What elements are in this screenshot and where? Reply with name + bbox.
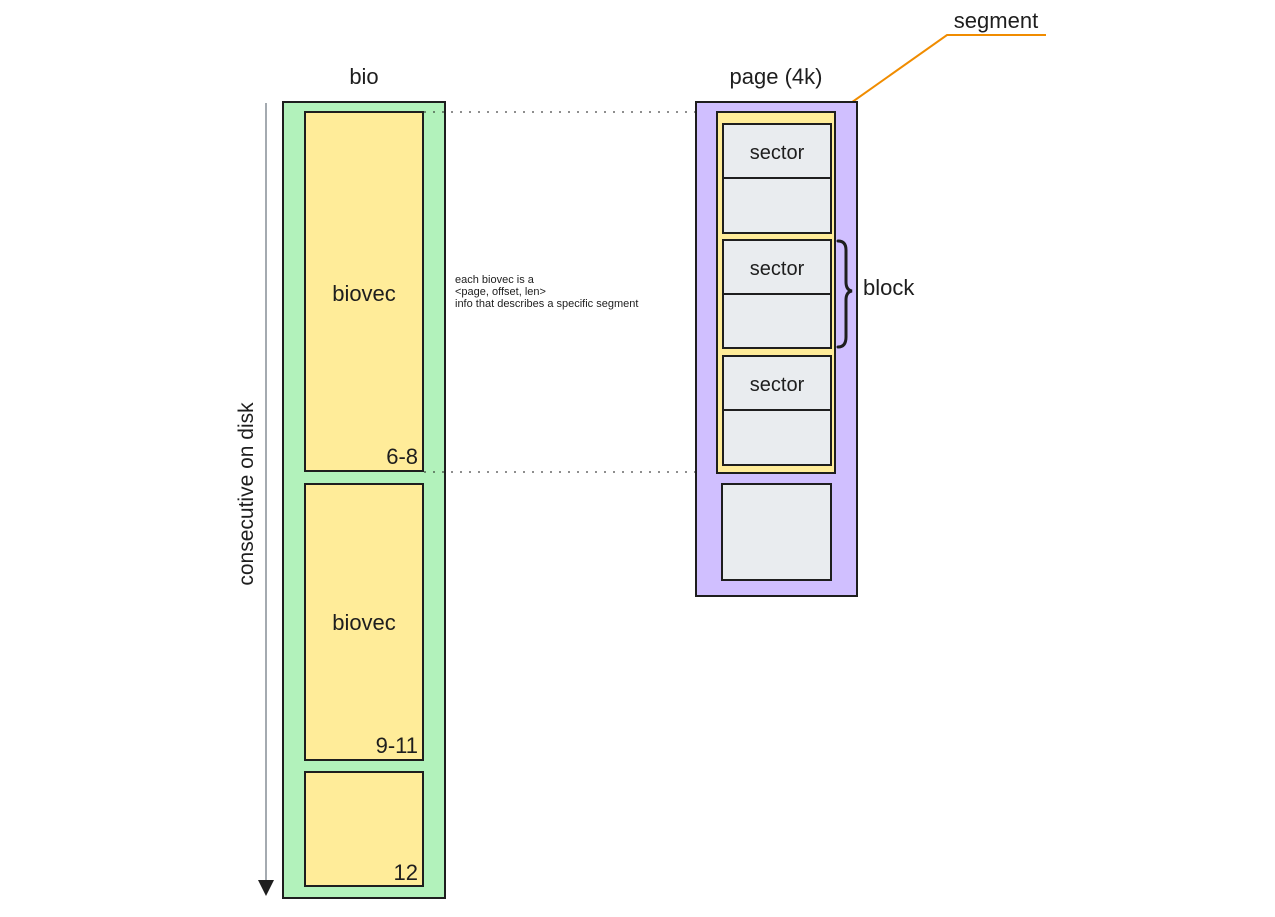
page-title: page (4k) — [730, 64, 823, 89]
sector-box — [722, 409, 832, 466]
segment-callout-line — [830, 34, 1046, 118]
biovec-2: biovec 9-11 — [304, 483, 424, 761]
sector-label: sector — [750, 142, 805, 164]
biovec-label: biovec — [332, 281, 396, 306]
sector-box — [721, 483, 832, 581]
consecutive-on-disk-arrow — [258, 103, 274, 896]
sector-box — [722, 123, 832, 179]
biovec-range: 12 — [394, 860, 418, 885]
segment-label: segment — [954, 8, 1038, 33]
annotation-line: each biovec is a — [455, 274, 535, 286]
sector-box — [722, 239, 832, 295]
biovec-annotation: each biovec is a <page, offset, len> inf… — [455, 274, 638, 310]
biovec-box — [304, 111, 424, 472]
page-remainder — [721, 483, 832, 581]
biovec-3: 12 — [304, 771, 424, 887]
biovec-box — [304, 771, 424, 887]
biovec-1: biovec 6-8 — [304, 111, 424, 472]
bio-title: bio — [349, 64, 378, 89]
biovec-range: 6-8 — [386, 444, 418, 469]
biovec-label: biovec — [332, 610, 396, 635]
sector-label: sector — [750, 374, 805, 396]
axis-label: consecutive on disk — [235, 402, 258, 586]
sector-pair-2: sector — [722, 239, 832, 349]
annotation-line: <page, offset, len> — [455, 286, 546, 298]
biovec-box — [304, 483, 424, 761]
sector-box — [722, 293, 832, 349]
annotation-line: info that describes a specific segment — [455, 298, 638, 310]
block-label: block — [863, 275, 915, 300]
sector-box — [722, 355, 832, 411]
arrow-down-icon — [258, 880, 274, 896]
sector-pair-3: sector — [722, 355, 832, 466]
sector-box — [722, 177, 832, 234]
sector-pair-1: sector — [722, 123, 832, 234]
biovec-range: 9-11 — [376, 733, 418, 758]
sector-label: sector — [750, 258, 805, 280]
block-brace-icon — [836, 239, 853, 349]
